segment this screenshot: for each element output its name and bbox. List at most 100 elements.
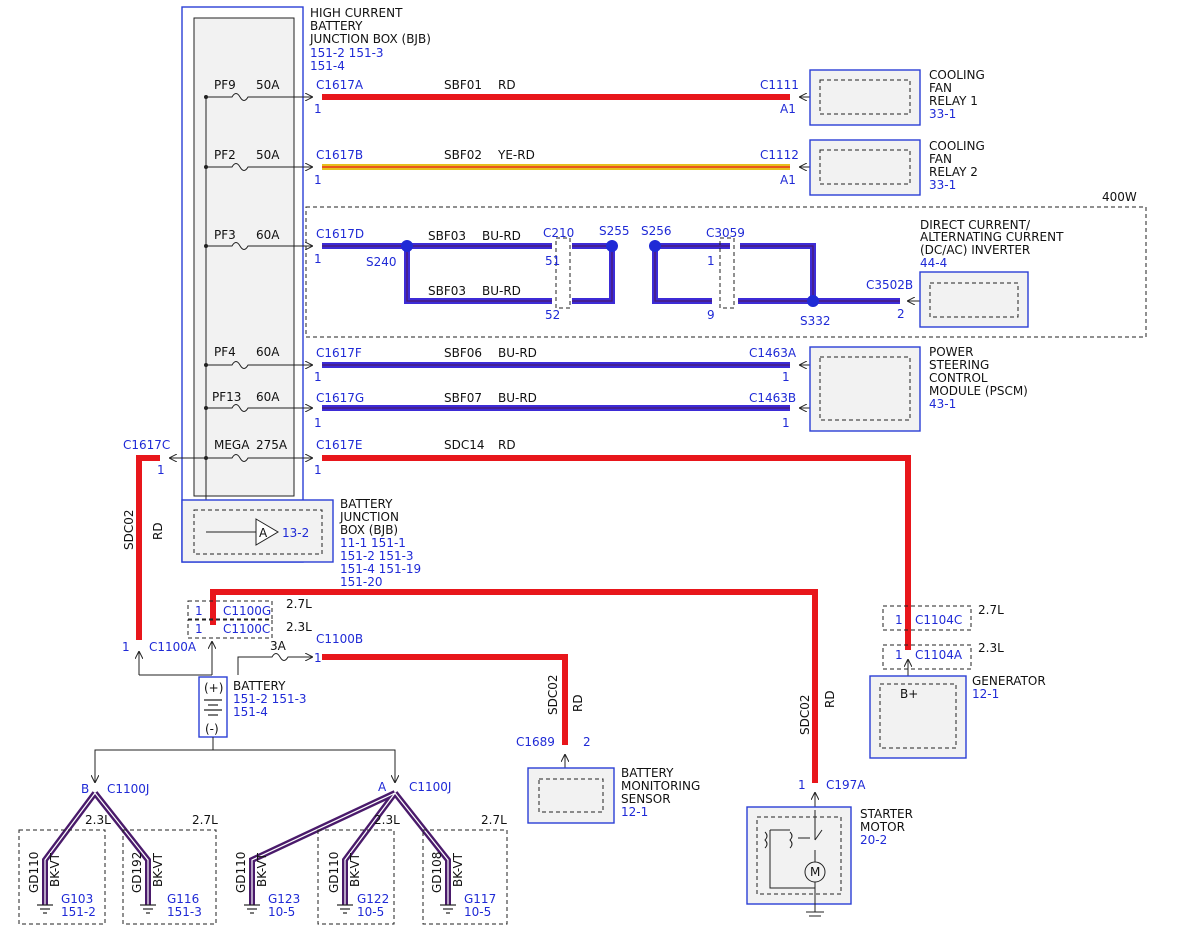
conn-c1463a: C1463A: [749, 346, 797, 360]
svg-text:PF9: PF9: [214, 78, 236, 92]
fan1-label-2: FAN: [929, 81, 952, 95]
wire-sdc02-bms: [322, 654, 568, 745]
splice-s256: [649, 240, 661, 252]
motor-m-symbol: M: [810, 865, 820, 879]
pin-label: 1: [314, 252, 322, 266]
ground-g122-ref: 10-5: [357, 905, 384, 919]
wire-label-sbf03: SBF03: [428, 229, 466, 243]
pin-label: 51: [545, 254, 560, 268]
svg-text:60A: 60A: [256, 345, 280, 359]
option-400w-label: 400W: [1102, 190, 1137, 204]
conn-c1104c: C1104C: [915, 613, 962, 627]
svg-text:60A: 60A: [256, 228, 280, 242]
wire-sdc02-starter: [210, 589, 818, 783]
dc-ac-inverter: [919, 271, 1029, 328]
bms-label-2: MONITORING: [621, 779, 700, 793]
engine-27: 2.7L: [286, 597, 312, 611]
pscm-ref: 43-1: [929, 397, 956, 411]
wire-color-yerd: YE-RD: [497, 148, 535, 162]
conn-c1617b: C1617B: [316, 148, 363, 162]
ground-symbol-icons: [37, 904, 456, 914]
wire-color-sbf07: BU-RD: [498, 391, 537, 405]
splice-s332-label: S332: [800, 314, 831, 328]
wire-label-sdc02-b: SDC02: [546, 674, 560, 715]
conn-c1111: C1111: [760, 78, 799, 92]
svg-text:275A: 275A: [256, 438, 288, 452]
pin-label: 1: [122, 640, 130, 654]
pin-label: 1: [314, 463, 322, 477]
conn-c1463b: C1463B: [749, 391, 796, 405]
fan1-label-1: COOLING: [929, 68, 985, 82]
ground-color-3: BK-VT: [348, 852, 362, 887]
pin-label: B: [81, 782, 89, 796]
wire-color-rd: RD: [498, 78, 516, 92]
ground-g117: G117: [464, 892, 496, 906]
pin-label: 52: [545, 308, 560, 322]
ground-g122: G122: [357, 892, 389, 906]
ground-g103: G103: [61, 892, 93, 906]
pin-label: 1: [157, 463, 165, 477]
ground-wires: [42, 790, 451, 905]
battery-monitoring-sensor: [527, 767, 615, 824]
pin-label: 1: [895, 648, 903, 662]
bjb-inner-box: [193, 17, 295, 497]
ground-engine-27a: 2.7L: [192, 813, 218, 827]
inv-ref: 44-4: [920, 256, 947, 270]
svg-text:60A: 60A: [256, 390, 280, 404]
battery-ref-1: 151-2 151-3: [233, 692, 307, 706]
wire-label-sdc02-c: SDC02: [798, 694, 812, 735]
battery-minus: (-): [205, 722, 219, 736]
pscm-module: [809, 346, 921, 432]
wire-label-sbf03-lower: SBF03: [428, 284, 466, 298]
pscm-inner: [819, 356, 911, 421]
conn-c3502b: C3502B: [866, 278, 913, 292]
wire-color-sdc14: RD: [498, 438, 516, 452]
bjb2-ref-2: 151-2 151-3: [340, 549, 414, 563]
wire-color-sdc02-a: RD: [151, 522, 165, 540]
fuse-pf4: PF4 60A: [204, 345, 312, 369]
battery-plus: (+): [204, 681, 223, 695]
c1104c-body: [882, 605, 972, 631]
ground-g123-ref: 10-5: [268, 905, 295, 919]
gen-engine-23: 2.3L: [978, 641, 1004, 655]
starter-ref: 20-2: [860, 833, 887, 847]
conn-c1100g: C1100G: [223, 604, 271, 618]
pin-label: 1: [782, 416, 790, 430]
bjb2-label-2: JUNCTION: [339, 510, 399, 524]
wire-label-sdc14: SDC14: [444, 438, 485, 452]
svg-text:MEGA: MEGA: [214, 438, 250, 452]
c1100c-body: [187, 619, 273, 639]
bjb-lower-inner: [193, 509, 323, 555]
generator-ref: 12-1: [972, 687, 999, 701]
splice-s240-label: S240: [366, 255, 397, 269]
pin-label: A1: [780, 173, 796, 187]
conn-c197a: C197A: [826, 778, 866, 792]
pin-label: 1: [798, 778, 806, 792]
wire-sdc02-battery: [136, 455, 160, 640]
generator: [869, 675, 967, 759]
bjb2-ref-1: 11-1 151-1: [340, 536, 406, 550]
generator-bplus: B+: [900, 687, 918, 701]
ground-color-4: BK-VT: [451, 852, 465, 887]
fan2-ref: 33-1: [929, 178, 956, 192]
pin-label: 9: [707, 308, 715, 322]
bjb2-ref-3: 151-4 151-19: [340, 562, 421, 576]
conn-c1100b: C1100B: [316, 632, 363, 646]
pin-label: 1: [195, 604, 203, 618]
c3059-body: [719, 237, 735, 309]
bjb2-ref-4: 151-20: [340, 575, 383, 589]
pin-label: 1: [195, 622, 203, 636]
conn-c1617c: C1617C: [123, 438, 170, 452]
bjb-title-2: BATTERY: [310, 19, 363, 33]
starter-label-2: MOTOR: [860, 820, 905, 834]
starter-motor-icon: [764, 810, 826, 917]
wire-label-sbf06: SBF06: [444, 346, 482, 360]
ground-g103-ref: 151-2: [61, 905, 96, 919]
ground-circuit-0: GD110: [27, 852, 41, 893]
svg-text:PF2: PF2: [214, 148, 236, 162]
pscm-label-4: MODULE (PSCM): [929, 384, 1028, 398]
pin-label: 1: [707, 254, 715, 268]
ground-g116: G116: [167, 892, 199, 906]
conn-c1112: C1112: [760, 148, 799, 162]
